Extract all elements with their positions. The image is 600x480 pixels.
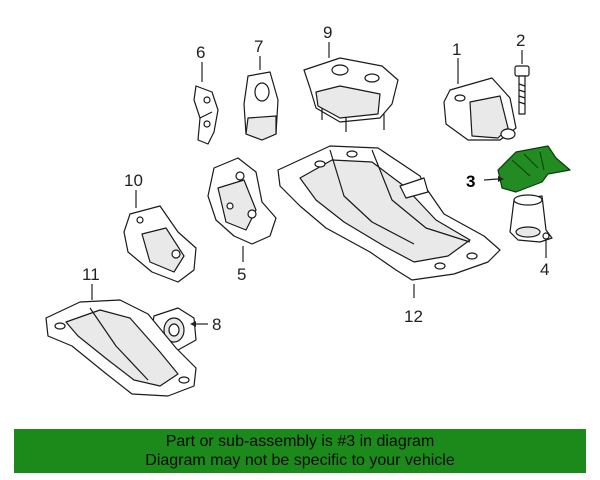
callout-8: 8 (212, 315, 221, 334)
callout-4: 4 (540, 260, 549, 279)
part-1-mount[interactable] (443, 77, 517, 141)
callout-2: 2 (516, 31, 525, 50)
part-3-heat-shield[interactable] (497, 145, 571, 193)
part-5-bracket[interactable] (207, 157, 277, 245)
parts-diagram: 6 7 9 1 2 (45, 23, 571, 397)
leader-3 (483, 178, 499, 181)
callout-12: 12 (404, 307, 423, 326)
callout-11: 11 (82, 265, 100, 284)
callout-1: 1 (452, 40, 461, 59)
callout-3: 3 (466, 172, 475, 191)
info-banner: Part or sub-assembly is #3 in diagram Di… (14, 429, 586, 473)
part-7-mount[interactable] (243, 71, 279, 141)
callout-9: 9 (323, 23, 332, 42)
leader-3-arrow (498, 176, 504, 182)
part-6-bracket[interactable] (193, 85, 219, 145)
callout-7: 7 (254, 37, 263, 56)
part-9-engine-mount[interactable] (303, 57, 399, 132)
banner-line-2: Diagram may not be specific to your vehi… (145, 452, 455, 469)
part-10-bracket[interactable] (123, 205, 197, 283)
part-4-isolator[interactable] (509, 194, 553, 243)
callout-6: 6 (196, 43, 205, 62)
leader-8-arrow (190, 321, 196, 327)
callout-10: 10 (124, 171, 143, 190)
part-12-crossmember[interactable] (277, 145, 501, 281)
part-2-bolt[interactable] (514, 65, 530, 115)
banner-line-1: Part or sub-assembly is #3 in diagram (165, 433, 435, 450)
callout-5: 5 (237, 265, 246, 284)
part-11-crossmember[interactable] (45, 299, 197, 397)
